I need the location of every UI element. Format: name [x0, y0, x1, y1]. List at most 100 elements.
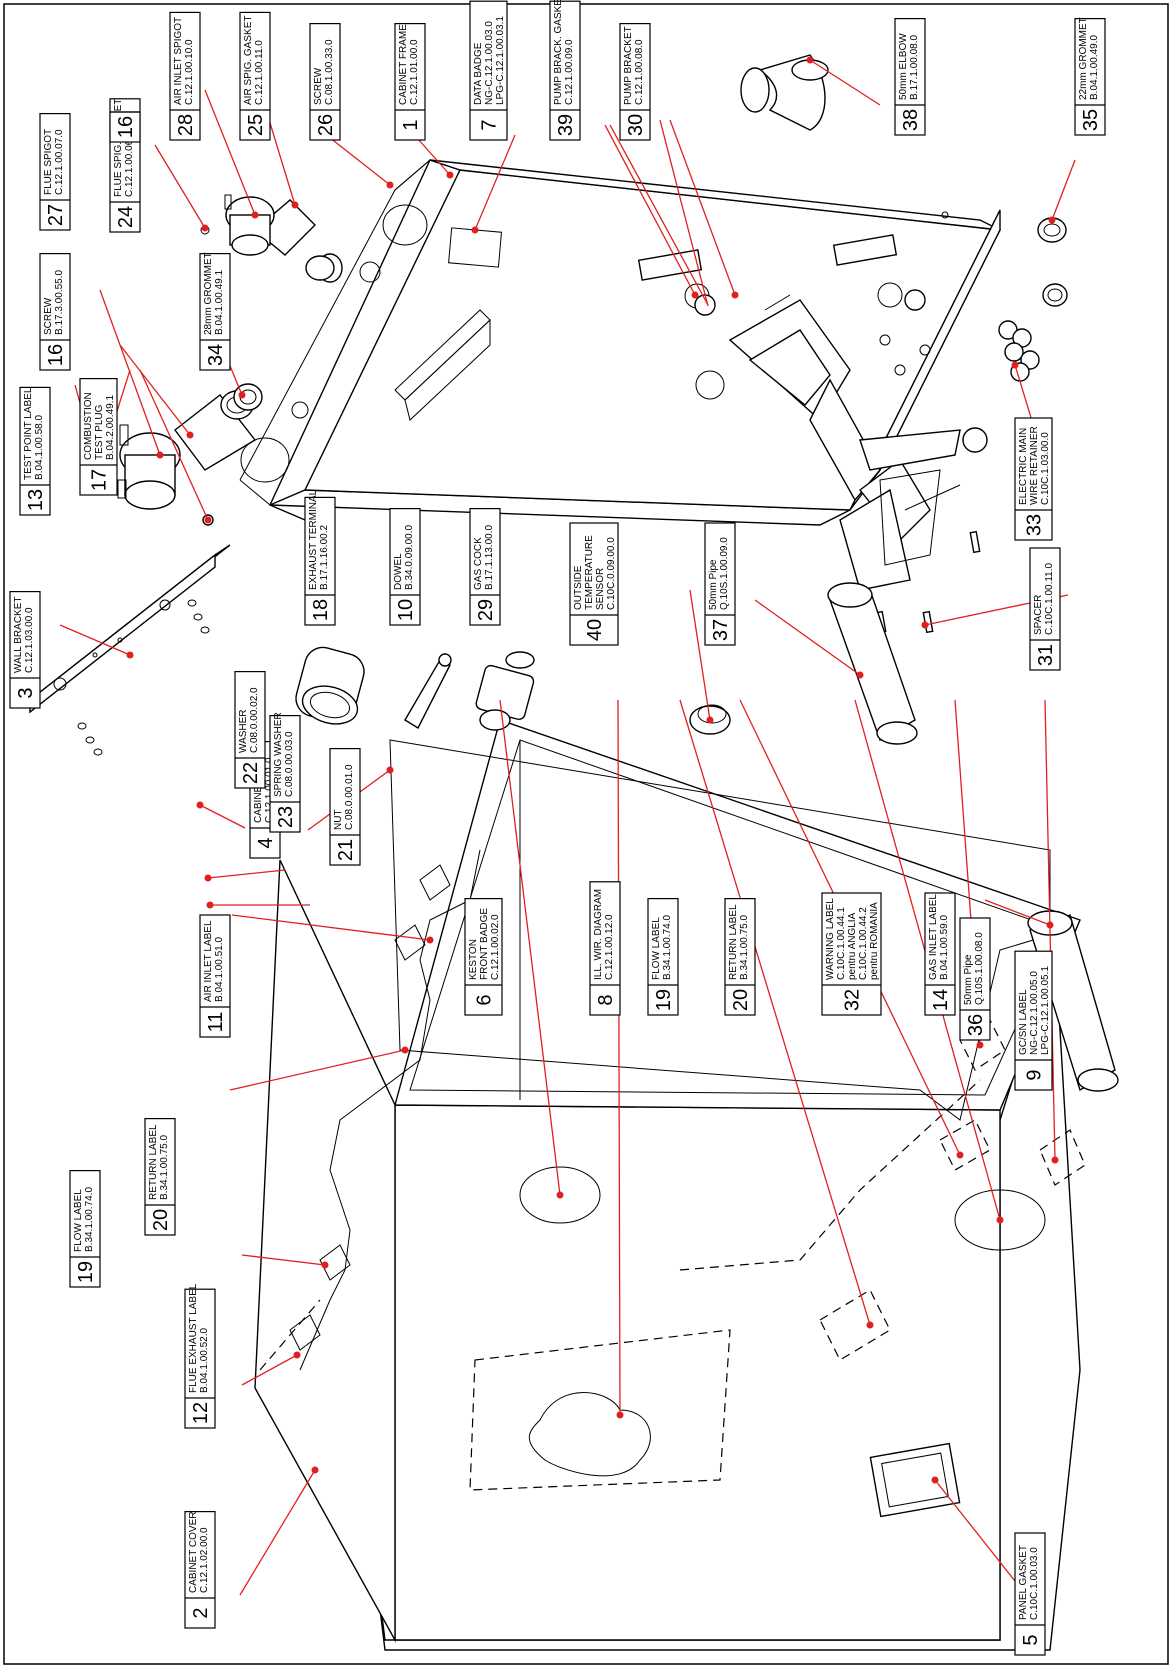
callout-16: 16 [109, 111, 141, 143]
callout-text: C.10C.1.03.00.0 [1040, 432, 1051, 505]
callout-text: C.12.1.01.00.0 [409, 39, 420, 105]
callout-number: 20 [730, 989, 752, 1011]
callout-box [1014, 950, 1053, 1091]
flue-spigot-assembly [90, 390, 257, 526]
callout-text: ELECTRIC MAIN [1018, 428, 1029, 505]
callout-text: C.08.0.00.03.0 [284, 731, 295, 797]
callout-number: 26 [315, 114, 337, 136]
callout-text: C.12.1.00.09.0 [564, 39, 575, 105]
callout-text: KESTON [468, 939, 479, 980]
callout-number: 12 [190, 1402, 212, 1424]
dowel [404, 653, 452, 729]
callout-text: PUMP BRACKET [623, 26, 634, 105]
callout-box [19, 386, 51, 516]
callout-number: 10 [395, 599, 417, 621]
wire-retainer [998, 320, 1040, 382]
callout-box [394, 22, 426, 141]
callout-box [39, 112, 71, 231]
callout-number: 6 [474, 994, 496, 1005]
callout-number: 37 [710, 619, 732, 641]
callout-number: 18 [310, 599, 332, 621]
callout-text: ILL. WIR. DIAGRAM [593, 889, 604, 980]
callout-text: B.04.1.00.58.0 [34, 415, 45, 480]
callout-box [184, 1288, 216, 1429]
exhaust-terminal [295, 646, 365, 725]
callout-box [69, 1169, 101, 1288]
callout-text: C.08.0.00.02.0 [249, 687, 260, 753]
callout-number: 21 [335, 839, 357, 861]
callout-text: WIRE RETAINER [1029, 426, 1040, 505]
callout-number: 27 [45, 204, 67, 226]
callout-number: 19 [653, 989, 675, 1011]
callout-text: GAS COCK [473, 537, 484, 590]
callout-box [309, 22, 341, 141]
callout-text: LPG-C.12.1.00.03.1 [495, 16, 506, 105]
callout-number: 20 [150, 1209, 172, 1231]
callout-number: 33 [1024, 514, 1046, 536]
callout-text: C.12.1.00.07.0 [54, 129, 65, 195]
callout-text: CABINET COVER [188, 1512, 199, 1594]
callout-text: NG-C.12.1.00.05.0 [1029, 971, 1040, 1055]
callout-box [39, 252, 71, 371]
callout-number: 16 [115, 116, 137, 138]
callout-text: RETURN LABEL [148, 1124, 159, 1200]
callout-text: B.17.1.16.00.2 [319, 525, 330, 590]
callout-text: B.34.0.09.00.0 [404, 525, 415, 590]
callout-box [389, 507, 421, 626]
callout-number: 25 [245, 114, 267, 136]
callout-text: NG-C.12.1.00.03.0 [484, 21, 495, 105]
callout-text: C.12.1.00.06.0 [124, 131, 135, 197]
callout-text: FRONT BADGE [479, 908, 490, 980]
callout-box [647, 897, 679, 1016]
callout-text: C.10C.0.09.00.0 [606, 537, 617, 610]
callout-box [199, 252, 231, 371]
callout-text: TEST POINT LABEL [23, 387, 34, 480]
callout-text: FLUE EXHAUST LABEL [188, 1283, 199, 1393]
callout-text: GAS INLET LABEL [928, 894, 939, 980]
callout-text: Q.10S.1.00.08.0 [974, 932, 985, 1005]
callout-text: LPG-C.12.1.00.05.1 [1040, 966, 1051, 1055]
callout-text: GC/SN LABEL [1018, 989, 1029, 1055]
callout-text: C.12.1.00.11.0 [254, 40, 265, 105]
callout-text: PUMP BRACK. GASKET [553, 0, 564, 105]
callout-number: 16 [45, 344, 67, 366]
callout-number: 24 [115, 206, 137, 228]
callout-text: B.04.2.00.49.1 [105, 395, 116, 460]
callout-box [464, 897, 503, 1016]
callout-text: RETURN LABEL [728, 904, 739, 980]
callout-text: B.17.1.00.08.0 [909, 35, 920, 100]
sheet-border [3, 3, 1169, 1665]
callout-text: 22mm GROMMET [1078, 17, 1089, 100]
callout-box [239, 11, 271, 141]
callout-number: 30 [625, 114, 647, 136]
callout-number: 39 [555, 114, 577, 136]
callout-number: 36 [965, 1014, 987, 1036]
callout-text: B.34.1.00.75.0 [159, 1135, 170, 1200]
wall-bracket [29, 544, 231, 756]
callout-text: C.12.1.00.02.0 [490, 914, 501, 980]
callout-number: 8 [595, 994, 617, 1005]
callout-text: C.10C.1.00.11.0 [1044, 562, 1055, 635]
callout-text: B.04.1.00.49.1 [214, 270, 225, 335]
callout-number: 23 [275, 806, 297, 828]
callout-text: WARNING LABEL [825, 898, 836, 980]
